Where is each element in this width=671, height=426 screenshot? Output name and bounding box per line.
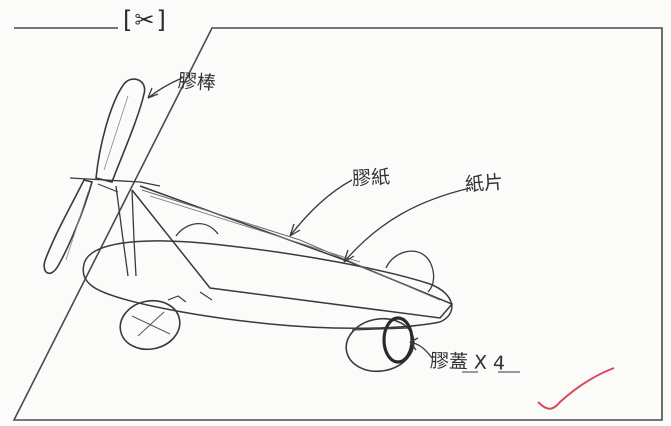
canopy-front — [175, 223, 219, 237]
propeller-blade-bottom — [43, 179, 93, 275]
label-propeller: 膠棒 — [177, 70, 217, 95]
scissors-icon: [✂] — [119, 6, 172, 34]
label-paper: 紙片 — [464, 171, 504, 196]
canopy-rear — [385, 250, 435, 293]
nose-plate — [115, 185, 137, 277]
fuselage — [82, 240, 453, 330]
arrow-wheel — [409, 337, 433, 359]
label-wing: 膠紙 — [351, 166, 391, 190]
propeller-blade-top — [95, 78, 146, 183]
arrow-paper — [343, 187, 471, 263]
wing — [131, 185, 454, 319]
front-wheel — [119, 299, 181, 351]
label-wheel: 膠蓋 X 4 — [429, 350, 506, 375]
arrow-wing — [289, 179, 353, 237]
frame-border — [12, 27, 663, 421]
arrow-propeller — [147, 77, 183, 99]
check-mark-icon — [537, 367, 615, 410]
